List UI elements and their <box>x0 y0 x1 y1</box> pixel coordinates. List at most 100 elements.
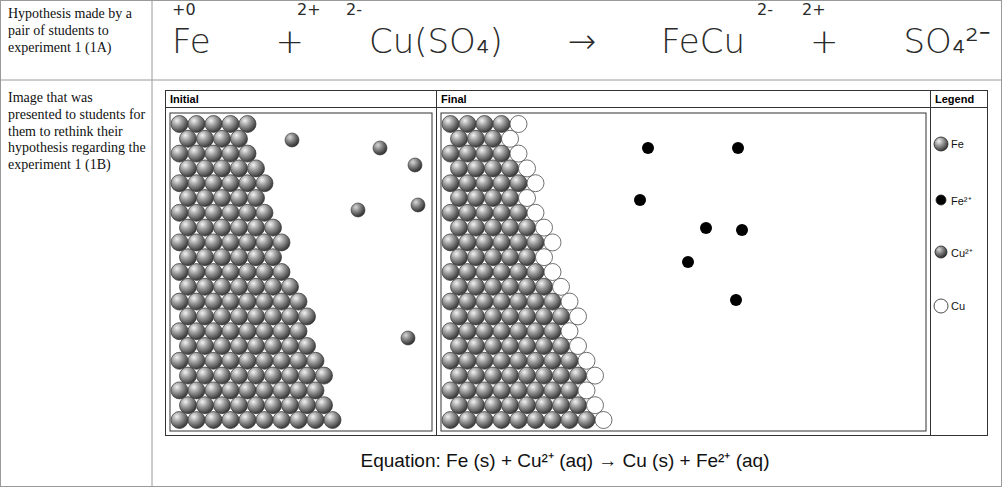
iron-atom <box>188 175 205 192</box>
table-rule <box>152 0 153 487</box>
iron-atom <box>485 160 502 177</box>
iron-atom <box>451 308 468 325</box>
iron-atom <box>476 175 493 192</box>
iron-atom <box>171 382 188 399</box>
iron-atom <box>324 412 341 429</box>
iron-atom <box>231 397 248 414</box>
iron-atom <box>205 352 222 369</box>
iron-atom <box>273 234 290 251</box>
panel-heading: Initial <box>166 91 436 108</box>
iron-atom <box>197 249 214 266</box>
iron-atom <box>451 278 468 295</box>
iron-atom <box>468 367 485 384</box>
iron-atom <box>476 264 493 281</box>
iron-atom <box>248 160 265 177</box>
oxidation-number: +0 <box>172 1 196 19</box>
iron-atom <box>248 367 265 384</box>
legend-text: Cu²⁺ <box>951 245 973 260</box>
iron-atom <box>485 249 502 266</box>
iron-atom <box>239 382 256 399</box>
iron-atom <box>256 204 273 221</box>
iron-atom <box>256 323 273 340</box>
panel-heading: Final <box>437 91 930 108</box>
iron-atom <box>188 412 205 429</box>
copper-atom <box>561 323 578 340</box>
iron-atom <box>451 160 468 177</box>
copper-atom <box>519 160 536 177</box>
iron-atom <box>205 293 222 310</box>
iron-atom <box>248 278 265 295</box>
iron-atom <box>299 308 316 325</box>
iron-atom <box>197 278 214 295</box>
iron-atom <box>197 160 214 177</box>
iron-atom <box>188 352 205 369</box>
oxidation-number: 2- <box>757 1 773 19</box>
iron-atom <box>273 412 290 429</box>
iron-atom <box>231 190 248 207</box>
iron-atom <box>214 338 231 355</box>
iron-atom <box>231 219 248 236</box>
iron-atom <box>222 234 239 251</box>
cu-ion <box>285 133 299 147</box>
iron-atom <box>222 382 239 399</box>
fe-ion <box>732 142 744 154</box>
iron-atom <box>476 145 493 162</box>
iron-atom <box>197 219 214 236</box>
iron-atom <box>502 338 519 355</box>
iron-atom <box>231 338 248 355</box>
iron-atom <box>205 145 222 162</box>
iron-atom <box>451 190 468 207</box>
iron-atom <box>188 204 205 221</box>
iron-atom <box>536 278 553 295</box>
table-cell-text: Image that was presented to students for… <box>8 90 146 174</box>
iron-atom <box>307 352 324 369</box>
iron-atom <box>510 293 527 310</box>
iron-atom <box>214 130 231 147</box>
iron-atom <box>265 219 282 236</box>
iron-atom <box>519 338 536 355</box>
cu-ion <box>401 331 415 345</box>
iron-atom <box>442 264 459 281</box>
panel-frame <box>170 113 432 431</box>
iron-atom <box>553 397 570 414</box>
iron-atom <box>214 278 231 295</box>
iron-atom <box>493 116 510 133</box>
iron-atom <box>519 367 536 384</box>
iron-atom <box>493 412 510 429</box>
copper-atom <box>578 382 595 399</box>
iron-atom <box>188 264 205 281</box>
iron-atom <box>553 367 570 384</box>
iron-atom <box>442 382 459 399</box>
iron-atom <box>527 234 544 251</box>
iron-atom <box>476 323 493 340</box>
iron-atom <box>468 338 485 355</box>
iron-atom <box>180 308 197 325</box>
iron-atom <box>502 160 519 177</box>
iron-atom <box>536 367 553 384</box>
iron-atom <box>214 308 231 325</box>
copper-atom <box>502 130 519 147</box>
iron-atom <box>442 234 459 251</box>
handwritten-equation: Fe + Cu(SO₄) → FeCu + SO₄²⁻ <box>172 22 990 61</box>
iron-atom <box>222 323 239 340</box>
iron-atom <box>248 308 265 325</box>
copper-atom <box>510 116 527 133</box>
legend-text: Fe <box>951 138 964 150</box>
iron-atom <box>171 145 188 162</box>
iron-atom <box>527 412 544 429</box>
iron-atom <box>180 190 197 207</box>
iron-atom <box>493 264 510 281</box>
iron-lattice <box>171 116 341 429</box>
iron-atom <box>451 249 468 266</box>
iron-atom <box>316 397 333 414</box>
iron-atom <box>502 308 519 325</box>
iron-atom <box>180 219 197 236</box>
fe-ion <box>736 224 748 236</box>
iron-atom <box>239 234 256 251</box>
iron-atom <box>197 130 214 147</box>
iron-atom <box>459 116 476 133</box>
iron-atom <box>299 397 316 414</box>
iron-atom <box>180 278 197 295</box>
iron-atom <box>239 293 256 310</box>
legend-swatch-color <box>936 195 946 205</box>
